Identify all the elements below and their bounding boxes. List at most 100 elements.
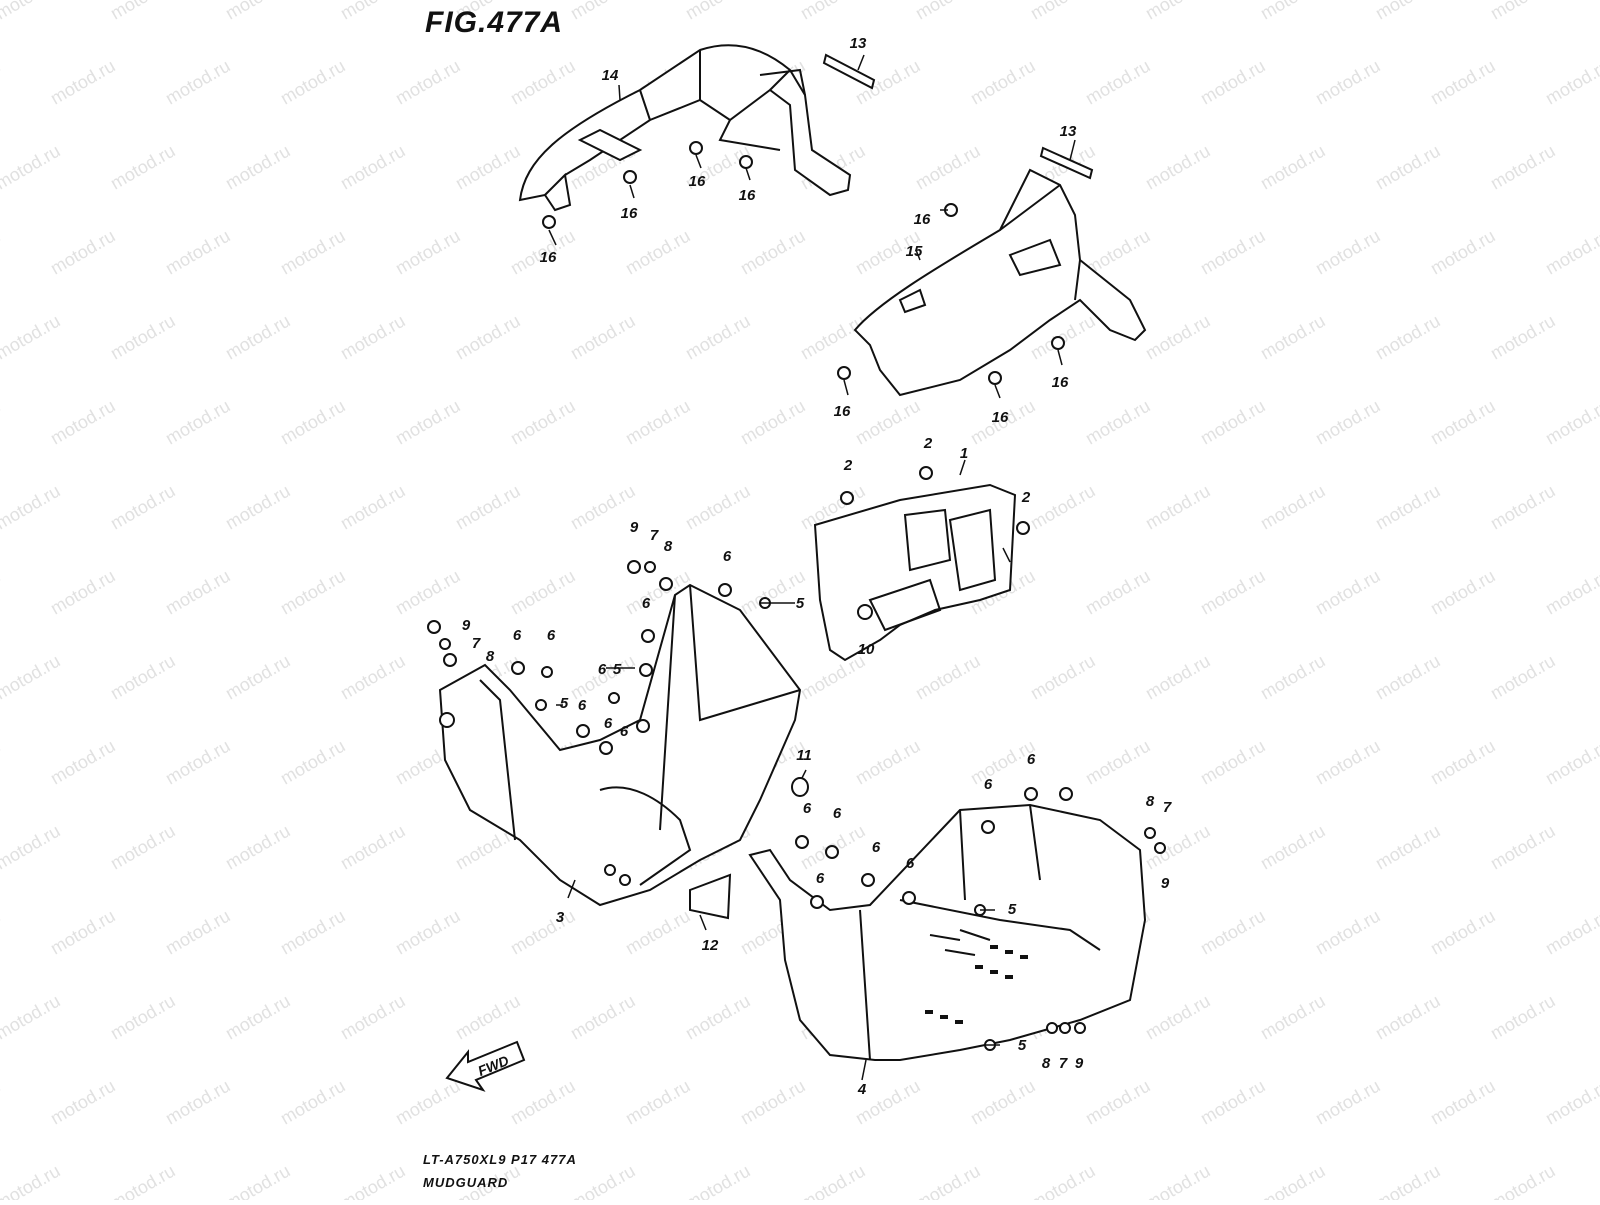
callout-8: 8 [486,648,495,665]
watermark-text: motod.ru [1487,481,1559,534]
watermark-text: motod.ru [1427,906,1499,959]
callout-6: 6 [833,805,842,822]
watermark-text: motod.ru [1257,311,1329,364]
watermark-text: motod.ru [1312,1076,1384,1129]
watermark-text: motod.ru [1372,651,1444,704]
watermark-text: motod.ru [622,226,694,279]
watermark-text: motod.ru [1257,0,1329,23]
callout-7: 7 [1059,1055,1068,1072]
watermark-text: motod.ru [0,481,64,534]
callout-7: 7 [650,527,659,544]
watermark-text: motod.ru [967,1076,1039,1129]
watermark-text: motod.ru [1542,226,1600,279]
watermark-text: motod.ru [1312,566,1384,619]
watermark-text: motod.ru [337,821,409,874]
watermark-text: motod.ru [507,396,579,449]
watermark-text: motod.ru [107,991,179,1044]
watermark-text: motod.ru [1027,0,1099,23]
watermark-text: motod.ru [1142,1161,1214,1200]
watermark-text: motod.ru [737,226,809,279]
watermark-text: motod.ru [452,481,524,534]
watermark-text: motod.ru [912,1161,984,1200]
watermark-text: motod.ru [1312,396,1384,449]
watermark-text: motod.ru [1427,226,1499,279]
watermark-text: motod.ru [337,1161,409,1200]
callout-6: 6 [547,627,556,644]
part-15-rear-mudguard [853,168,1147,397]
callout-6: 6 [803,800,812,817]
callout-8: 8 [664,538,673,555]
callout-8: 8 [1146,793,1155,810]
watermark-text: motod.ru [1082,566,1154,619]
watermark-text: motod.ru [47,226,119,279]
watermark-text: motod.ru [1257,141,1329,194]
callout-16: 16 [1052,374,1069,391]
watermark-text: motod.ru [1372,481,1444,534]
watermark-text: motod.ru [1197,56,1269,109]
watermark-text: motod.ru [1027,1161,1099,1200]
watermark-text: motod.ru [1142,651,1214,704]
watermark-text: motod.ru [47,1076,119,1129]
watermark-text: motod.ru [277,736,349,789]
watermark-text: motod.ru [337,651,409,704]
watermark-text: motod.ru [277,1076,349,1129]
watermark-text: motod.ru [392,396,464,449]
watermark-text: motod.ru [1312,56,1384,109]
callout-8: 8 [1042,1055,1051,1072]
watermark-text: motod.ru [1487,1161,1559,1200]
callout-14: 14 [602,67,619,84]
watermark-text: motod.ru [1487,821,1559,874]
watermark-text: motod.ru [1197,736,1269,789]
watermark-text: motod.ru [1142,481,1214,534]
watermark-text: motod.ru [1197,226,1269,279]
watermark-text: motod.ru [1542,736,1600,789]
callout-7: 7 [1163,799,1172,816]
watermark-text: motod.ru [337,0,409,23]
watermark-text: motod.ru [107,821,179,874]
watermark-text: motod.ru [797,1161,869,1200]
callout-5: 5 [560,695,569,712]
watermark-text: motod.ru [1142,991,1214,1044]
callout-9: 9 [462,617,471,634]
callout-16: 16 [621,205,638,222]
watermark-text: motod.ru [222,651,294,704]
part-13-strip-a [822,53,876,90]
watermark-text: motod.ru [797,0,869,23]
watermark-text: motod.ru [507,906,579,959]
callout-16: 16 [992,409,1009,426]
callout-5: 5 [1018,1037,1027,1054]
watermark-text: motod.ru [567,0,639,23]
watermark-text: motod.ru [222,141,294,194]
watermark-text: motod.ru [277,56,349,109]
watermark-text: motod.ru [682,1161,754,1200]
watermark-text: motod.ru [1257,1161,1329,1200]
watermark-text: motod.ru [162,736,234,789]
callout-7: 7 [472,635,481,652]
callout-1: 1 [960,445,968,462]
watermark-text: motod.ru [277,396,349,449]
watermark-text: motod.ru [1312,736,1384,789]
watermark-text: motod.ru [912,651,984,704]
watermark-text: motod.ru [912,0,984,23]
callout-16: 16 [739,187,756,204]
watermark-text: motod.ru [1027,651,1099,704]
watermark-text: motod.ru [337,481,409,534]
watermark-text: motod.ru [47,396,119,449]
watermark-text: motod.ru [162,906,234,959]
watermark-text: motod.ru [567,481,639,534]
watermark-text: motod.ru [1142,0,1214,23]
watermark-text: motod.ru [1372,141,1444,194]
watermark-text: motod.ru [797,311,869,364]
callout-2: 2 [1021,489,1031,506]
callout-5: 5 [613,661,622,678]
watermark-text: motod.ru [162,226,234,279]
watermark-text: motod.ru [1082,396,1154,449]
watermark-text: motod.ru [682,991,754,1044]
watermark-text: motod.ru [1312,906,1384,959]
callout-13: 13 [1060,123,1077,140]
watermark-text: motod.ru [797,651,869,704]
watermark-text: motod.ru [1427,736,1499,789]
watermark-text: motod.ru [107,0,179,23]
